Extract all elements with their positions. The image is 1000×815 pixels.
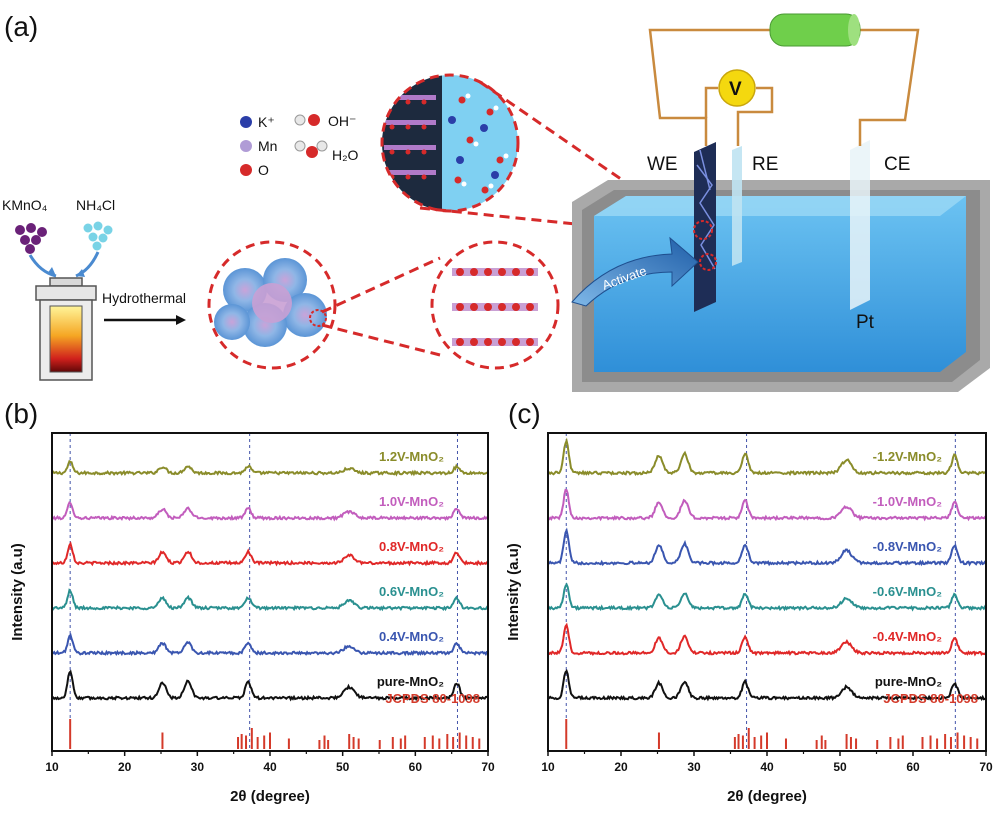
- k-legend-label: K⁺: [258, 114, 275, 130]
- series-label: 1.0V-MnO₂: [379, 494, 444, 509]
- interface-zoom-icon: [380, 73, 520, 213]
- x-axis-title: 2θ (degree): [230, 788, 310, 805]
- x-tick-label: 40: [263, 760, 277, 774]
- atom-legend: K⁺ Mn O OH⁻ H₂O: [240, 113, 359, 178]
- series-label: -1.0V-MnO₂: [873, 494, 943, 509]
- series-line: [51, 669, 489, 702]
- re-label: RE: [752, 154, 778, 175]
- kmno4-label: KMnO₄: [2, 197, 48, 213]
- series-line: [51, 541, 489, 567]
- circuit-wires: [648, 28, 920, 146]
- series-line: [548, 488, 987, 522]
- series-line: [547, 437, 987, 477]
- k-legend-icon: [240, 116, 252, 128]
- pt-label: Pt: [856, 312, 875, 333]
- x-tick-label: 40: [760, 760, 774, 774]
- series-line: [51, 632, 489, 657]
- x-tick-label: 10: [45, 760, 59, 774]
- x-tick-label: 20: [118, 760, 132, 774]
- x-tick-label: 50: [833, 760, 847, 774]
- h2o-legend-icon: [294, 140, 328, 158]
- series-label: -0.4V-MnO₂: [873, 629, 943, 644]
- x-tick-label: 60: [409, 760, 423, 774]
- series-line: [547, 622, 987, 657]
- nh4cl-particles: [83, 221, 113, 251]
- panel-letter-a: (a): [4, 11, 38, 42]
- nanoflower-icon: [207, 240, 337, 370]
- series-line: [547, 669, 987, 702]
- kmno4-particles: [15, 223, 47, 254]
- series-label: pure-MnO₂: [377, 674, 444, 689]
- hydrothermal-label: Hydrothermal: [102, 290, 186, 306]
- oh-legend-icon: [294, 114, 320, 126]
- x-axis-title: 2θ (degree): [727, 788, 807, 805]
- reference-label: JCPDS 80-1098: [883, 691, 978, 706]
- panel-letter-b: (b): [4, 398, 38, 429]
- mn-legend-icon: [240, 140, 252, 152]
- x-tick-label: 10: [541, 760, 555, 774]
- series-line: [51, 501, 489, 522]
- layered-structure-icon: [430, 240, 560, 370]
- autoclave-icon: [35, 277, 97, 381]
- y-axis-title: Intensity (a.u): [505, 543, 522, 641]
- voltmeter-icon: V: [718, 69, 756, 107]
- series-label: 1.2V-MnO₂: [379, 449, 444, 464]
- x-tick-label: 20: [614, 760, 628, 774]
- panel-letter-c: (c): [508, 398, 541, 429]
- reference-label: JCPDS 80-1098: [385, 691, 480, 706]
- y-axis-title: Intensity (a.u): [9, 543, 26, 641]
- x-tick-label: 30: [687, 760, 701, 774]
- xrd-chart-c: (c) -1.2V-MnO₂ -1.0V-MnO₂ -0.8V-MnO₂ -0.6V-M…: [505, 398, 993, 805]
- x-tick-label: 70: [481, 760, 495, 774]
- electrochemical-cell: [572, 180, 990, 392]
- resistor-icon: [769, 13, 861, 47]
- series-label: 0.6V-MnO₂: [379, 584, 444, 599]
- x-tick-label: 50: [336, 760, 350, 774]
- we-label: WE: [647, 154, 678, 175]
- svg-text:V: V: [729, 79, 742, 100]
- series-label: 0.8V-MnO₂: [379, 539, 444, 554]
- ce-label: CE: [884, 154, 910, 175]
- xrd-charts: (b) 1.2V-MnO₂ 1.0V-MnO₂ 0.8V-MnO₂ 0.6V-MnO₂ 0…: [4, 398, 993, 805]
- oh-legend-label: OH⁻: [328, 113, 356, 129]
- series-label: -0.8V-MnO₂: [873, 539, 943, 554]
- x-tick-label: 30: [191, 760, 205, 774]
- reference-electrode: [732, 146, 742, 266]
- counter-electrode: [850, 140, 870, 310]
- series-line: [547, 582, 987, 612]
- o-legend-icon: [240, 164, 252, 176]
- mn-legend-label: Mn: [258, 138, 277, 154]
- x-tick-label: 70: [979, 760, 993, 774]
- schematic-panel-a: (a) KMnO₄ NH₄Cl Hydrothermal: [2, 11, 990, 392]
- h2o-legend-label: H₂O: [332, 147, 359, 163]
- series-label: 0.4V-MnO₂: [379, 629, 444, 644]
- xrd-chart-b: (b) 1.2V-MnO₂ 1.0V-MnO₂ 0.8V-MnO₂ 0.6V-MnO₂ 0…: [4, 398, 495, 805]
- series-label: pure-MnO₂: [875, 674, 942, 689]
- o-legend-label: O: [258, 162, 269, 178]
- working-electrode: [693, 142, 717, 312]
- series-line: [547, 527, 987, 567]
- x-tick-label: 60: [906, 760, 920, 774]
- series-line: [51, 588, 489, 612]
- series-label: -1.2V-MnO₂: [873, 449, 943, 464]
- series-line: [51, 459, 489, 477]
- series-label: -0.6V-MnO₂: [873, 584, 943, 599]
- nh4cl-label: NH₄Cl: [76, 197, 115, 213]
